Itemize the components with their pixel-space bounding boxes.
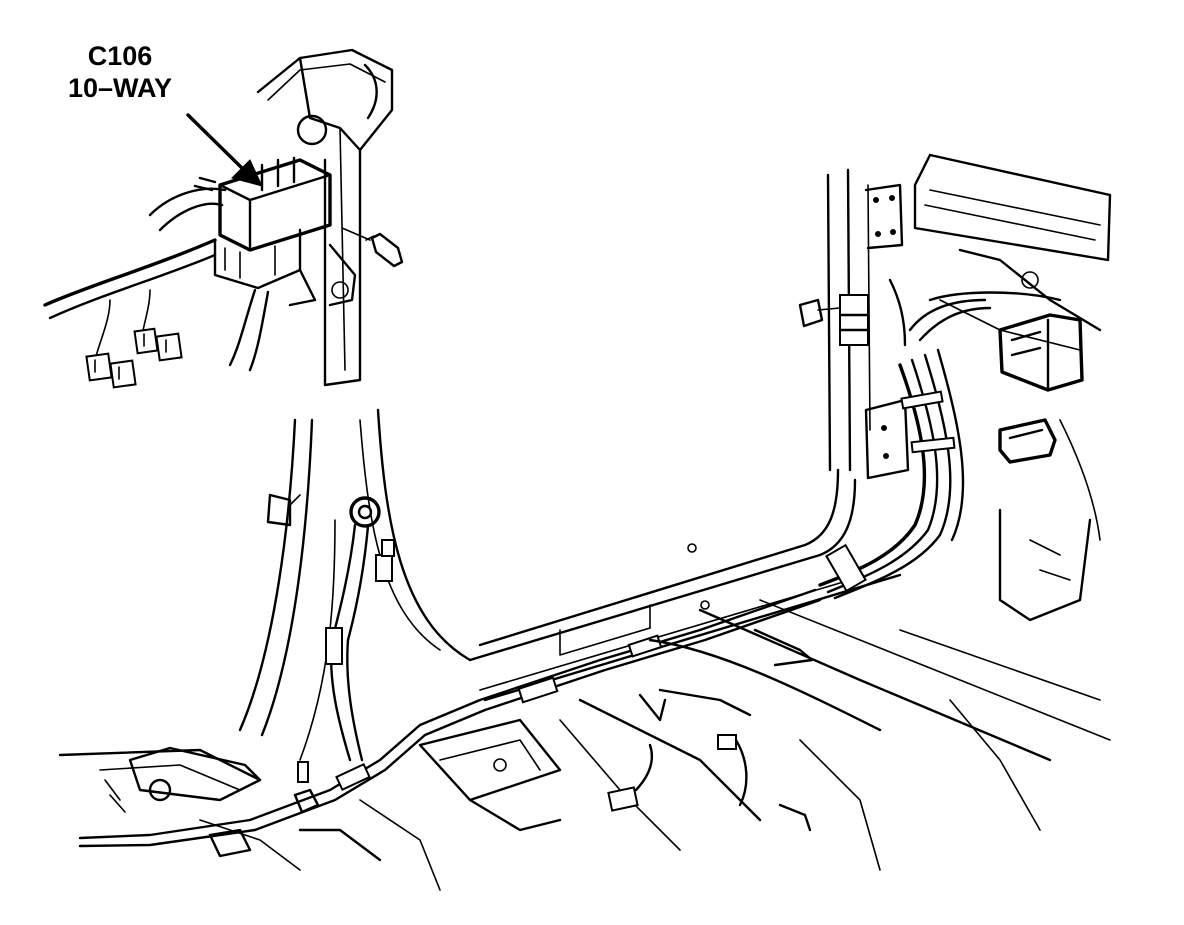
left-pillar [238, 408, 472, 761]
firewall-area [913, 153, 1112, 622]
firewall-module [998, 313, 1084, 392]
firewall-connector [998, 418, 1057, 464]
floor-pan [58, 599, 1111, 891]
inset-pillar [256, 48, 394, 387]
c106-bolt [341, 227, 404, 268]
connector-type-label: 10–WAY [67, 73, 173, 103]
pillar-coil-harness [325, 496, 395, 762]
rocker-sill [468, 468, 902, 702]
inset-harness [43, 176, 270, 372]
inset-pigtail-connectors [85, 327, 183, 389]
harness-connector-pillar-top [798, 294, 870, 346]
connector-id-label: C106 [87, 41, 153, 71]
connector-callout-label: C106 10–WAY [40, 40, 200, 104]
floor-connectors [293, 734, 748, 814]
c106-connector [213, 156, 332, 307]
